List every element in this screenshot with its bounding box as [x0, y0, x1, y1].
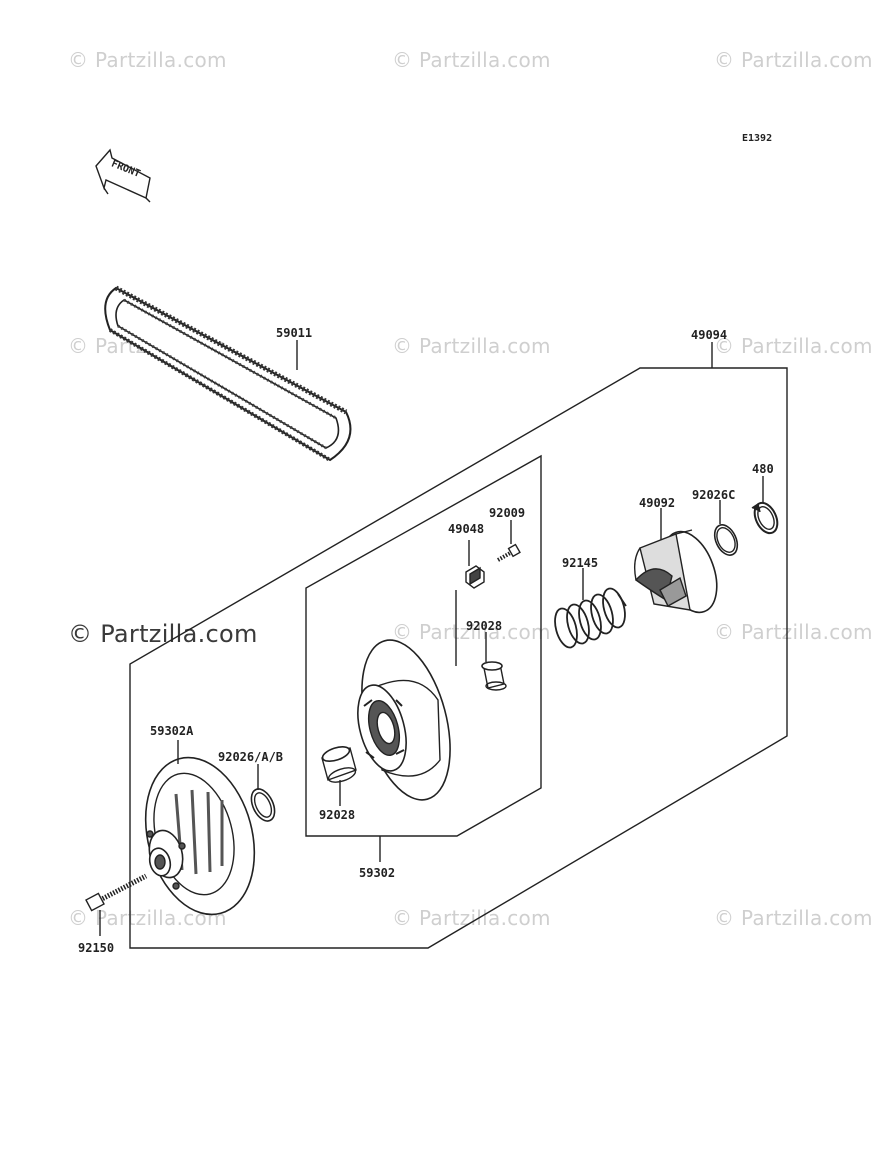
- watermark: © Partzilla.com: [714, 906, 873, 930]
- watermark: © Partzilla.com: [714, 620, 873, 644]
- watermark: © Partzilla.com: [392, 48, 551, 72]
- part-label-92028-top: 92028: [466, 619, 503, 633]
- part-label-49048: 49048: [448, 522, 485, 536]
- watermark-prominent: © Partzilla.com: [68, 620, 258, 648]
- bushing-92028-bottom: [321, 746, 357, 783]
- assembly-outline-49094: [129, 367, 788, 949]
- watermark: © Partzilla.com: [68, 48, 227, 72]
- washer-92026ab: [250, 788, 276, 822]
- part-label-92145: 92145: [562, 556, 599, 570]
- assembly-outline-59302: [305, 454, 542, 837]
- part-label-92026ab: 92026/A/B: [218, 750, 284, 764]
- fixed-sheave-59302a: [144, 756, 256, 916]
- weight-49048: [465, 565, 485, 589]
- snap-ring-480: [751, 501, 779, 535]
- part-label-59302a: 59302A: [150, 724, 194, 738]
- washer-92026c: [713, 524, 739, 556]
- part-label-59011: 59011: [276, 326, 313, 340]
- part-label-59302: 59302: [359, 866, 396, 880]
- bolt-92009: [497, 543, 521, 562]
- watermark: © Partzilla.com: [392, 334, 551, 358]
- watermark: © Partzilla.com: [392, 620, 551, 644]
- bushing-92028-top: [481, 661, 507, 691]
- part-label-92028-bottom: 92028: [319, 808, 356, 822]
- watermark: © Partzilla.com: [714, 48, 873, 72]
- bolt-92150: [85, 873, 148, 912]
- part-label-49094: 49094: [691, 328, 728, 342]
- drive-belt: [104, 285, 352, 462]
- part-label-92026c: 92026C: [692, 488, 736, 502]
- front-arrow-icon: FRONT: [95, 148, 151, 203]
- part-label-49092: 49092: [639, 496, 676, 510]
- movable-sheave-59302: [357, 639, 451, 801]
- watermark: © Partzilla.com: [714, 334, 873, 358]
- spring-92145: [554, 587, 627, 649]
- part-label-92009: 92009: [489, 506, 526, 520]
- watermark: © Partzilla.com: [392, 906, 551, 930]
- part-label-480: 480: [752, 462, 774, 476]
- cam-49092: [633, 529, 718, 614]
- diagram-code: E1392: [742, 133, 773, 144]
- part-label-92150: 92150: [78, 941, 115, 955]
